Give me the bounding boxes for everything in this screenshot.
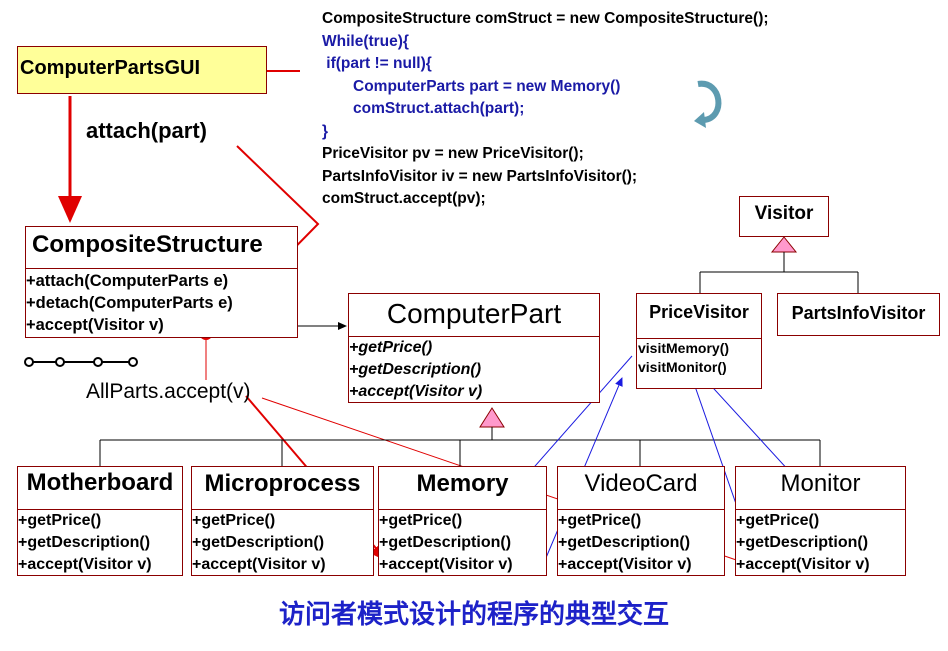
part-op: +accept(Visitor v) [192,556,326,573]
part-op: +getDescription() [192,534,325,551]
monitor-class-box: Monitor +getPrice() +getDescription() +a… [735,466,906,576]
part-op: +accept(Visitor v) [379,556,513,573]
composite-op: +attach(ComputerParts e) [26,272,229,290]
microprocess-class-title: Microprocess [204,470,361,497]
attach-label: attach(part) [86,118,208,143]
microprocess-operations: +getPrice() +getDescription() +accept(Vi… [192,510,326,576]
videocard-class-title: VideoCard [584,470,698,497]
code-snippet: CompositeStructure comStruct = new Compo… [322,8,769,211]
motherboard-operations: +getPrice() +getDescription() +accept(Vi… [18,510,152,576]
gui-class-box: ComputerPartsGUI [17,46,267,94]
computerpart-op: +getPrice() [349,339,433,356]
memory-operations: +getPrice() +getDescription() +accept(Vi… [379,510,513,576]
part-op: +accept(Visitor v) [558,556,692,573]
computerpart-class-box: ComputerPart +getPrice() +getDescription… [348,293,600,403]
visitor-class-title: Visitor [754,203,814,224]
pricevisitor-op: visitMemory() [638,340,730,356]
memory-class-box: Memory +getPrice() +getDescription() +ac… [378,466,547,576]
part-op: +getDescription() [736,534,869,551]
loop-arrow-icon [697,80,722,123]
part-op: +getPrice() [736,512,820,529]
composite-op: +detach(ComputerParts e) [26,294,233,312]
diagram-caption: 访问者模式设计的程序的典型交互 [278,600,669,630]
composite-operations: +attach(ComputerParts e) +detach(Compute… [26,270,233,336]
part-op: +getPrice() [192,512,276,529]
part-op: +accept(Visitor v) [736,556,870,573]
code-line-2: While(true){ [322,32,409,50]
code-line-4: ComputerParts part = new Memory() [353,77,621,95]
partsinfovisitor-class-title: PartsInfoVisitor [791,303,926,323]
computerpart-op: +accept(Visitor v) [349,383,483,400]
part-op: +getPrice() [558,512,642,529]
code-line-5: comStruct.attach(part); [353,100,525,117]
code-line-3: if(part != null){ [322,55,432,72]
generalization-triangle [479,407,505,428]
videocard-class-box: VideoCard +getPrice() +getDescription() … [557,466,725,576]
monitor-class-title: Monitor [780,470,861,497]
composite-class-box: CompositeStructure +attach(ComputerParts… [25,226,298,338]
pricevisitor-class-box: PriceVisitor visitMemory() visitMonitor(… [636,293,762,389]
computerpart-operations: +getPrice() +getDescription() +accept(Vi… [349,337,482,403]
code-line-9: comStruct.accept(pv); [322,190,486,207]
code-line-8: PartsInfoVisitor iv = new PartsInfoVisit… [322,167,638,185]
pricevisitor-operations: visitMemory() visitMonitor() [638,339,729,377]
gui-class-title: ComputerPartsGUI [20,57,201,79]
part-op: +getDescription() [379,534,512,551]
visit-monitor-arrow [689,371,744,522]
part-op: +getDescription() [558,534,691,551]
visitor-generalization-triangle [770,236,798,253]
part-op: +accept(Visitor v) [18,556,152,573]
computerpart-class-title: ComputerPart [386,298,562,329]
code-line-1: CompositeStructure comStruct = new Compo… [322,10,769,27]
code-line-7: PriceVisitor pv = new PriceVisitor(); [322,145,584,162]
pricevisitor-class-title: PriceVisitor [649,302,749,322]
part-op: +getDescription() [18,534,151,551]
composite-class-title: CompositeStructure [32,231,263,258]
code-line-6: } [322,122,329,140]
visitor-class-box: Visitor [739,196,829,237]
partsinfovisitor-class-box: PartsInfoVisitor [777,293,940,336]
motherboard-class-box: Motherboard +getPrice() +getDescription(… [17,466,183,576]
videocard-operations: +getPrice() +getDescription() +accept(Vi… [558,510,692,576]
allparts-accept-label: AllParts.accept(v) [86,380,251,403]
part-op: +getPrice() [379,512,463,529]
part-op: +getPrice() [18,512,102,529]
memory-class-title: Memory [416,470,509,497]
computerpart-op: +getDescription() [349,361,482,378]
composite-op: +accept(Visitor v) [26,316,164,334]
pricevisitor-op: visitMonitor() [638,359,727,375]
monitor-operations: +getPrice() +getDescription() +accept(Vi… [736,510,870,576]
microprocess-class-box: Microprocess +getPrice() +getDescription… [191,466,374,576]
motherboard-class-title: Motherboard [26,469,174,496]
linked-list-icon [24,357,138,367]
